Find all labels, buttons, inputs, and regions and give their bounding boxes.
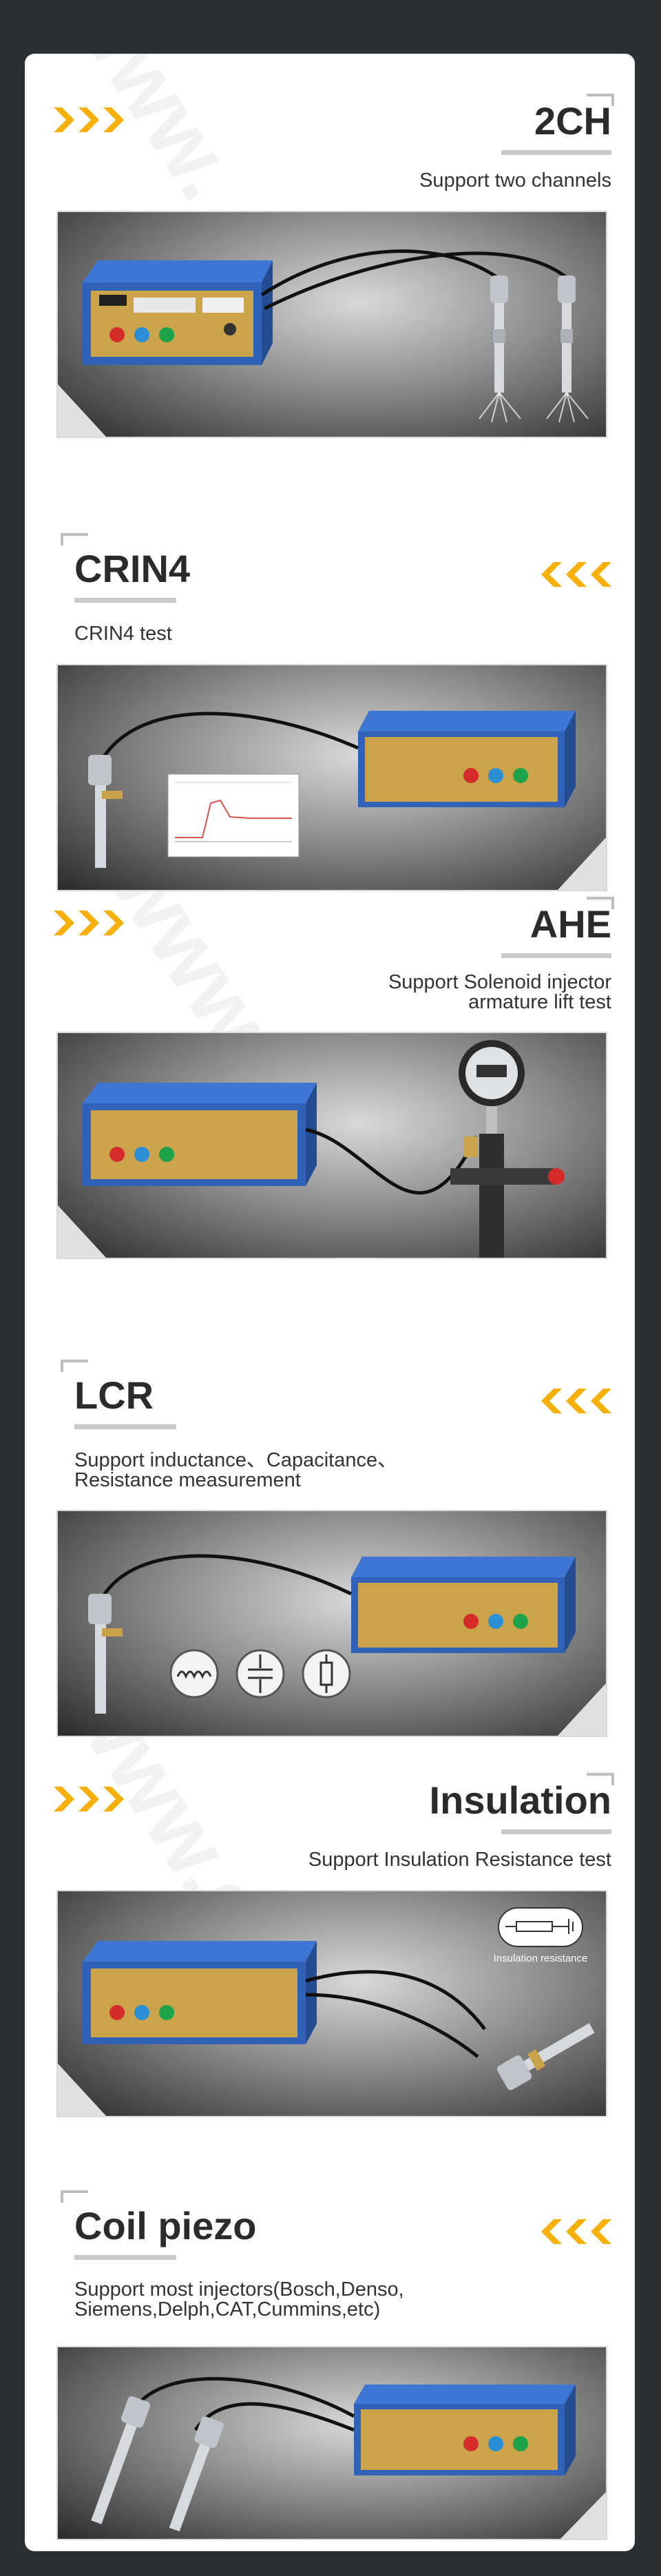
corner-mark xyxy=(587,1773,614,1785)
tester-device xyxy=(354,2385,576,2475)
chevron-right-icon xyxy=(54,911,124,935)
injector-left xyxy=(91,2396,151,2524)
corner-mark xyxy=(61,533,88,546)
section-insulation: Insulation Support Insulation Resistance… xyxy=(25,1748,635,2175)
tester-device xyxy=(83,260,273,365)
corner-mark xyxy=(61,1360,88,1372)
section-title: CRIN4 xyxy=(74,547,191,590)
section-coil-piezo: Coil piezo Support most injectors(Bosch,… xyxy=(25,2175,635,2551)
test-stand xyxy=(450,1134,565,1258)
resistor-icon xyxy=(302,1649,351,1699)
chevron-left-icon xyxy=(541,562,611,587)
tester-device xyxy=(351,1557,576,1653)
title-underline xyxy=(74,1424,176,1429)
section-description: Support Solenoid injector armature lift … xyxy=(388,971,611,1013)
section-description: Support Insulation Resistance test xyxy=(308,1849,611,1871)
injector-left xyxy=(490,276,508,393)
section-ahe: AHE Support Solenoid injector armature l… xyxy=(25,880,635,1307)
section-title: Coil piezo xyxy=(74,2204,257,2247)
capacitor-icon xyxy=(235,1649,285,1699)
section-title: AHE xyxy=(529,902,611,946)
section-description: CRIN4 test xyxy=(74,623,172,645)
title-underline xyxy=(501,150,611,155)
section-title: LCR xyxy=(74,1373,154,1417)
injector xyxy=(496,2023,595,2090)
injector xyxy=(88,1594,123,1714)
title-underline xyxy=(501,1829,611,1834)
title-underline xyxy=(74,598,176,603)
injector-right xyxy=(558,276,576,393)
chevron-right-icon xyxy=(54,107,124,132)
section-2ch: 2CH Support two channels xyxy=(25,54,635,453)
tester-device xyxy=(83,1941,317,2044)
dial-gauge xyxy=(459,1040,525,1134)
corner-mark xyxy=(587,94,614,106)
corner-mark xyxy=(61,2190,88,2203)
tester-device xyxy=(358,711,576,807)
injector-right xyxy=(169,2416,224,2532)
section-lcr: LCR Support inductance、Capacitance、 Resi… xyxy=(25,1307,635,1748)
chevron-left-icon xyxy=(541,2219,611,2244)
product-image xyxy=(56,2346,607,2540)
chevron-right-icon xyxy=(54,1787,124,1811)
insulation-badge xyxy=(498,1907,583,1947)
product-image xyxy=(56,1032,607,1259)
corner-mark xyxy=(587,897,614,909)
section-description: Support two channels xyxy=(419,169,611,191)
waveform-chart xyxy=(167,773,300,858)
section-title: Insulation xyxy=(429,1778,611,1822)
insulation-badge-label: Insulation resistance xyxy=(494,1953,588,1964)
product-image xyxy=(56,1510,607,1737)
chevron-left-icon xyxy=(541,1389,611,1413)
injector xyxy=(88,755,123,868)
inductor-icon xyxy=(169,1649,219,1699)
section-crin4: CRIN4 CRIN4 test xyxy=(25,453,635,891)
section-description: Support inductance、Capacitance、 Resistan… xyxy=(74,1449,398,1491)
product-image xyxy=(56,211,607,438)
section-description: Support most injectors(Bosch,Denso, Siem… xyxy=(74,2278,404,2320)
section-title: 2CH xyxy=(534,99,611,143)
tester-device xyxy=(83,1083,317,1186)
product-image xyxy=(56,664,607,891)
content-card: www. doug wwwdo www.do 2CH Support two c… xyxy=(25,54,635,2551)
product-image: Insulation resistance xyxy=(56,1890,607,2117)
title-underline xyxy=(74,2255,176,2260)
title-underline xyxy=(501,953,611,958)
